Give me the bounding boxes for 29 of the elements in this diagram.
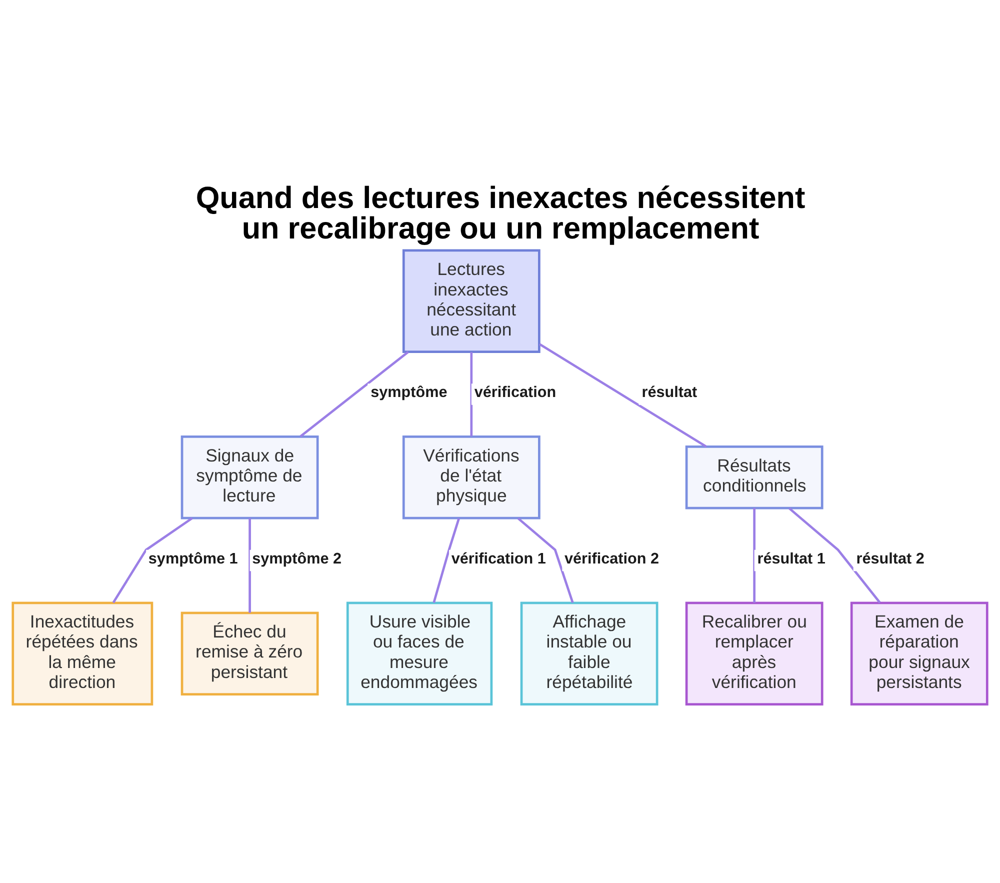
node-box: Échec du remise à zéro persistant (180, 611, 319, 695)
connector (300, 350, 409, 437)
edge-label: vérification 2 (564, 550, 660, 567)
edge-label: résultat 1 (757, 550, 826, 567)
node-box: Usure visible ou faces de mesure endommagées (346, 601, 493, 705)
connector (470, 352, 473, 436)
diagram-title: Quand des lectures inexactes nécessitent un recalibrage ou un remplacement (196, 180, 806, 245)
edge-label: symptôme 1 (148, 550, 238, 567)
node-box: Résultats conditionnels (685, 445, 824, 509)
connector (517, 516, 574, 602)
edge-label: symptôme (370, 384, 448, 401)
connector (788, 506, 881, 603)
edge-label: symptôme 2 (252, 550, 342, 567)
node-box: Recalibrer ou remplacer après vérification (685, 601, 824, 705)
connector (538, 342, 707, 448)
node-box: Vérifications de l'état physique (402, 435, 540, 519)
connector (248, 518, 251, 612)
node-box: Examen de réparation pour signaux persistants (850, 601, 988, 705)
node-box: Lectures inexactes nécessitant une action (402, 248, 540, 352)
node-box: Signaux de symptôme de lecture (180, 435, 319, 519)
node-box: Inexactitudes répétées dans la même direction (12, 601, 154, 705)
connector (432, 518, 460, 602)
edge-label: résultat (642, 384, 698, 401)
connector (112, 516, 193, 603)
connector (753, 508, 756, 602)
edge-label: vérification (474, 384, 556, 401)
edge-label: vérification 1 (451, 550, 546, 567)
edge-label: résultat 2 (856, 550, 924, 567)
node-box: Affichage instable ou faible répétabilité (520, 601, 658, 705)
